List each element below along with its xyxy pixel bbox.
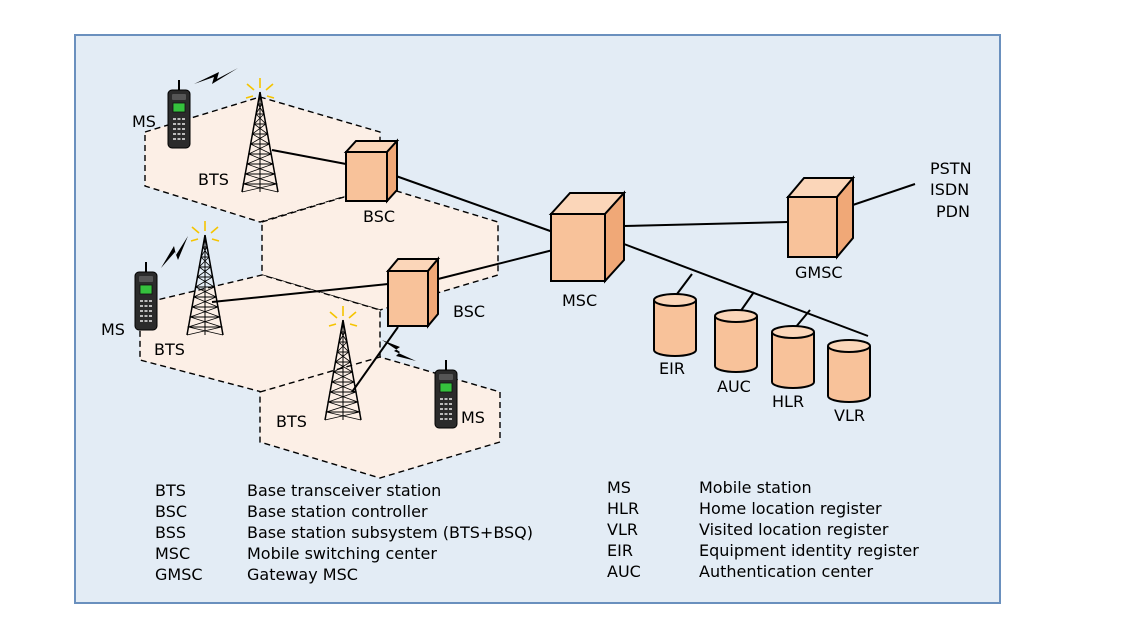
legend-desc: Mobile switching center xyxy=(247,544,437,563)
legend-desc: Gateway MSC xyxy=(247,565,358,584)
lightning-signal-icon xyxy=(194,68,238,84)
lightning-signal-icon xyxy=(382,340,416,361)
legend-abbr: BSC xyxy=(155,502,187,521)
legend-desc: Base station controller xyxy=(247,502,428,521)
legend-left: BTS Base transceiver station BSC Base st… xyxy=(155,481,533,584)
label-bsc-top: BSC xyxy=(363,207,395,226)
legend-desc: Visited location register xyxy=(699,520,889,539)
label-ms-bottom: MS xyxy=(461,408,485,427)
legend-desc: Equipment identity register xyxy=(699,541,919,560)
server-box-icon xyxy=(548,190,627,284)
server-box-icon xyxy=(385,256,441,329)
legend-desc: Mobile station xyxy=(699,478,812,497)
legend-abbr: MS xyxy=(607,478,631,497)
label-ms-mid: MS xyxy=(101,320,125,339)
legend-abbr: AUC xyxy=(607,562,641,581)
legend-desc: Authentication center xyxy=(699,562,873,581)
connection-lines xyxy=(211,149,916,393)
cell-left xyxy=(139,274,381,393)
label-pdn: PDN xyxy=(936,202,970,221)
label-bsc-mid: BSC xyxy=(453,302,485,321)
legend-desc: Home location register xyxy=(699,499,882,518)
label-auc: AUC xyxy=(717,377,751,396)
label-hlr: HLR xyxy=(772,392,804,411)
legend-abbr: HLR xyxy=(607,499,639,518)
mobile-phone-icon xyxy=(434,359,458,429)
database-cylinder-icon xyxy=(771,325,815,389)
legend-abbr: BTS xyxy=(155,481,186,500)
database-cylinder-icon xyxy=(827,339,871,403)
label-pstn: PSTN xyxy=(930,159,972,178)
legend-abbr: GMSC xyxy=(155,565,203,584)
legend-abbr: MSC xyxy=(155,544,190,563)
mobile-phone-icon xyxy=(167,79,191,149)
label-ms-top: MS xyxy=(132,112,156,131)
legend-right: MS Mobile station HLR Home location regi… xyxy=(607,478,919,581)
mobile-phone-icon xyxy=(134,261,158,331)
label-eir: EIR xyxy=(659,359,685,378)
label-bts-bottom: BTS xyxy=(276,412,307,431)
label-bts-mid: BTS xyxy=(154,340,185,359)
legend-abbr: VLR xyxy=(607,520,638,539)
label-gmsc: GMSC xyxy=(795,263,843,282)
lightning-signal-icon xyxy=(161,236,188,268)
database-cylinder-icon xyxy=(714,309,758,373)
label-msc: MSC xyxy=(562,291,597,310)
label-isdn: ISDN xyxy=(930,180,969,199)
server-box-icon xyxy=(343,138,400,204)
legend-abbr: EIR xyxy=(607,541,633,560)
server-box-icon xyxy=(785,175,856,260)
legend-desc: Base transceiver station xyxy=(247,481,441,500)
legend-desc: Base station subsystem (BTS+BSQ) xyxy=(247,523,533,542)
label-vlr: VLR xyxy=(834,406,865,425)
label-bts-top: BTS xyxy=(198,170,229,189)
database-cylinder-icon xyxy=(653,293,697,357)
legend-abbr: BSS xyxy=(155,523,186,542)
